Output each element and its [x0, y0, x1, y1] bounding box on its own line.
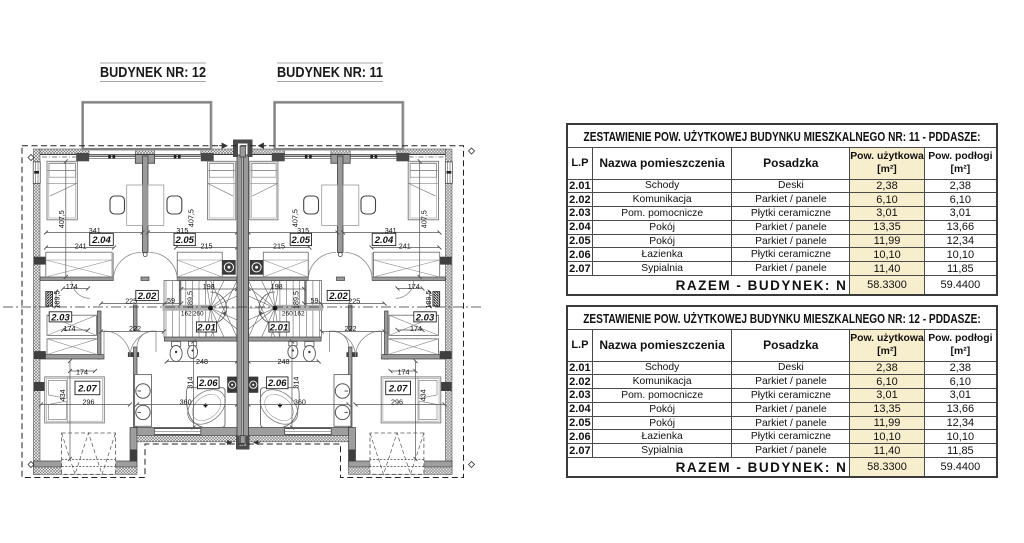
svg-text:198: 198	[271, 282, 283, 291]
svg-text:59: 59	[167, 296, 175, 305]
svg-text:2.05: 2.05	[291, 235, 311, 246]
svg-text:174: 174	[408, 282, 420, 291]
svg-text:198: 198	[203, 282, 215, 291]
svg-text:189,5: 189,5	[53, 291, 62, 309]
svg-text:241: 241	[399, 241, 411, 250]
svg-text:315: 315	[297, 226, 309, 235]
svg-text:248: 248	[278, 357, 290, 366]
svg-text:59: 59	[311, 296, 319, 305]
svg-text:BUDYNEK NR: 12: BUDYNEK NR: 12	[100, 65, 206, 81]
svg-text:2.03: 2.03	[415, 312, 435, 323]
svg-text:189,5: 189,5	[291, 291, 300, 309]
svg-text:2.03: 2.03	[50, 312, 70, 323]
svg-text:2.04: 2.04	[374, 235, 394, 246]
svg-text:189,5: 189,5	[424, 291, 433, 309]
svg-text:296: 296	[83, 398, 95, 407]
svg-text:215: 215	[201, 242, 213, 251]
svg-text:BUDYNEK NR: 11: BUDYNEK NR: 11	[277, 65, 383, 81]
svg-text:434: 434	[58, 389, 67, 401]
svg-text:314: 314	[291, 377, 300, 389]
svg-text:341: 341	[385, 226, 397, 235]
svg-text:162: 162	[294, 311, 305, 318]
svg-text:225: 225	[125, 297, 137, 306]
svg-text:2.05: 2.05	[174, 235, 194, 246]
svg-text:174: 174	[398, 368, 410, 377]
svg-text:2.07: 2.07	[77, 383, 97, 394]
svg-text:225: 225	[348, 297, 360, 306]
svg-text:2.02: 2.02	[328, 291, 348, 302]
svg-text:2.02: 2.02	[137, 291, 157, 302]
svg-text:407,5: 407,5	[186, 209, 195, 227]
svg-text:341: 341	[89, 226, 101, 235]
svg-text:162: 162	[181, 311, 192, 318]
svg-text:2.01: 2.01	[269, 322, 289, 333]
svg-text:222: 222	[129, 324, 141, 333]
svg-text:407,5: 407,5	[420, 210, 429, 228]
svg-text:314: 314	[185, 377, 194, 389]
svg-text:434: 434	[419, 389, 428, 401]
svg-text:222: 222	[345, 324, 357, 333]
svg-text:241: 241	[75, 241, 87, 250]
svg-text:174: 174	[76, 368, 88, 377]
svg-text:407,5: 407,5	[57, 210, 66, 228]
svg-text:174: 174	[410, 324, 422, 333]
svg-text:189,5: 189,5	[185, 291, 194, 309]
svg-text:215: 215	[273, 242, 285, 251]
svg-text:260: 260	[193, 311, 204, 318]
svg-text:2.04: 2.04	[91, 235, 111, 246]
svg-text:2.06: 2.06	[267, 378, 287, 389]
svg-text:296: 296	[391, 398, 403, 407]
svg-text:174: 174	[66, 282, 78, 291]
svg-text:2.06: 2.06	[198, 378, 218, 389]
svg-text:248: 248	[196, 357, 208, 366]
svg-text:360: 360	[294, 398, 306, 407]
svg-text:260: 260	[282, 311, 293, 318]
svg-text:2.01: 2.01	[196, 322, 216, 333]
svg-text:2.07: 2.07	[388, 383, 408, 394]
svg-text:360: 360	[180, 398, 192, 407]
svg-text:174: 174	[64, 324, 76, 333]
svg-text:315: 315	[176, 226, 188, 235]
svg-text:407,5: 407,5	[290, 209, 299, 227]
